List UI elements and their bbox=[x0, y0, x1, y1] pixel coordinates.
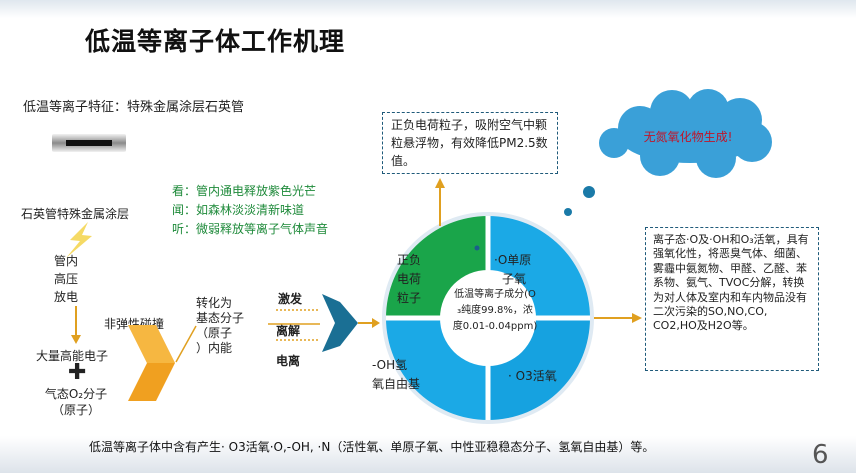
ring-label-atomic-oxygen-line1: ·O单原 bbox=[494, 253, 532, 267]
pipe-discharge-label: 管内高压放电 bbox=[53, 254, 78, 304]
ring-label-atomic-oxygen-line2: 子氧 bbox=[502, 272, 527, 286]
no-nox-label: 无氮氧化物生成! bbox=[643, 130, 733, 144]
ring-label-hydroxyl: -OH氢 氧自由基 bbox=[372, 356, 452, 394]
dissociate-label: 离解 bbox=[276, 324, 301, 338]
center-line3: 度0.01-0.04ppm) bbox=[452, 321, 538, 332]
transform-line2: 基态分子 bbox=[196, 311, 245, 325]
transform-line1: 转化为 bbox=[196, 296, 233, 310]
sense-smell: 闻：如森林淡淡清新味道 bbox=[172, 203, 305, 217]
funnel-arrow-icon bbox=[322, 294, 358, 352]
sense-see: 看：管内通电释放紫色光芒 bbox=[172, 184, 317, 198]
transform-line4: ）内能 bbox=[196, 341, 233, 355]
ring-segment-blue-br bbox=[488, 318, 590, 420]
ring-center-text: 低温等离子成分(O ₃纯度99.8%，浓 度0.01-0.04ppm) bbox=[434, 287, 556, 335]
pipe-down-arrowhead bbox=[71, 335, 81, 344]
charged-particles-box: 正负电荷粒子，吸附空气中颗粒悬浮物，有效降低PM2.5数值。 bbox=[382, 112, 558, 174]
transform-line3: （原子 bbox=[196, 326, 233, 340]
senses-list: 看：管内通电释放紫色光芒 闻：如森林淡淡清新味道 听：微弱释放等离子气体声音 bbox=[172, 182, 328, 239]
plus-icon: ✚ bbox=[68, 360, 87, 385]
ring-label-atomic-oxygen: ·O单原 子氧 bbox=[494, 251, 554, 289]
ring-label-charged-line1: 正负 bbox=[397, 253, 422, 267]
ring-label-charged-line2: 电荷 bbox=[397, 272, 422, 286]
ionize-label: 电离 bbox=[276, 354, 301, 368]
gas-molecule-line2: （原子） bbox=[51, 403, 100, 417]
ring-right-arrowhead bbox=[632, 313, 642, 323]
excite-label: 激发 bbox=[278, 292, 303, 306]
ring-label-charged: 正负 电荷 粒子 bbox=[397, 251, 427, 308]
cloud-icon bbox=[599, 89, 772, 178]
ring-label-ozone: · O3活氧 bbox=[508, 369, 557, 383]
quartz-coating-label: 石英管特殊金属涂层 bbox=[21, 207, 130, 221]
top-gradient-bar bbox=[0, 0, 856, 18]
ring-center bbox=[440, 270, 536, 366]
ring-label-charged-line3: 粒子 bbox=[397, 291, 422, 305]
page-title: 低温等离子体工作机理 bbox=[85, 27, 346, 56]
sense-hear: 听：微弱释放等离子气体声音 bbox=[172, 222, 329, 236]
bottom-gradient-bar bbox=[0, 436, 856, 473]
summary-text: 低温等离子体中含有产生· O3活氧·O,-OH, ·N（活性氧、单原子氧、中性亚… bbox=[89, 440, 655, 454]
lightning-icon bbox=[66, 222, 92, 258]
quartz-tube-core bbox=[66, 140, 112, 146]
ring-segment-green bbox=[386, 216, 488, 318]
ring-up-arrowhead bbox=[435, 178, 445, 188]
gas-molecule-line1: 气态O₂分子 bbox=[44, 387, 108, 401]
oxidation-box: 离子态·O及·OH和O₃活氧，具有强氧化性，将恶臭气体、细菌、雾霾中氨氮物、甲醛… bbox=[645, 227, 819, 371]
feature-label: 低温等离子特征：特殊金属涂层石英管 bbox=[23, 100, 245, 115]
center-line1: 低温等离子成分(O bbox=[454, 289, 536, 300]
ring-segment-blue-tr bbox=[488, 216, 590, 318]
ring-label-hydroxyl-line2: 氧自由基 bbox=[372, 377, 421, 391]
ring-segment-blue-bl bbox=[386, 318, 488, 420]
transform-label: 转化为 基态分子 （原子 ）内能 bbox=[196, 296, 276, 356]
chevron-connector bbox=[175, 325, 197, 363]
gas-molecule-label: 气态O₂分子 （原子） bbox=[36, 386, 116, 418]
bubble-icon bbox=[583, 186, 595, 198]
ring-label-hydroxyl-line1: -OH氢 bbox=[372, 358, 408, 372]
center-line2: ₃纯度99.8%，浓 bbox=[457, 305, 533, 316]
charged-particles-text: 正负电荷粒子，吸附空气中颗粒悬浮物，有效降低PM2.5数值。 bbox=[391, 118, 548, 168]
page-number: 6 bbox=[812, 440, 829, 470]
ring-dot bbox=[474, 245, 480, 251]
oxidation-text: 离子态·O及·OH和O₃活氧，具有强氧化性，将恶臭气体、细菌、雾霾中氨氮物、甲醛… bbox=[653, 233, 809, 333]
high-energy-electrons-label: 大量高能电子 bbox=[36, 349, 109, 363]
bubble-icon bbox=[564, 208, 572, 216]
